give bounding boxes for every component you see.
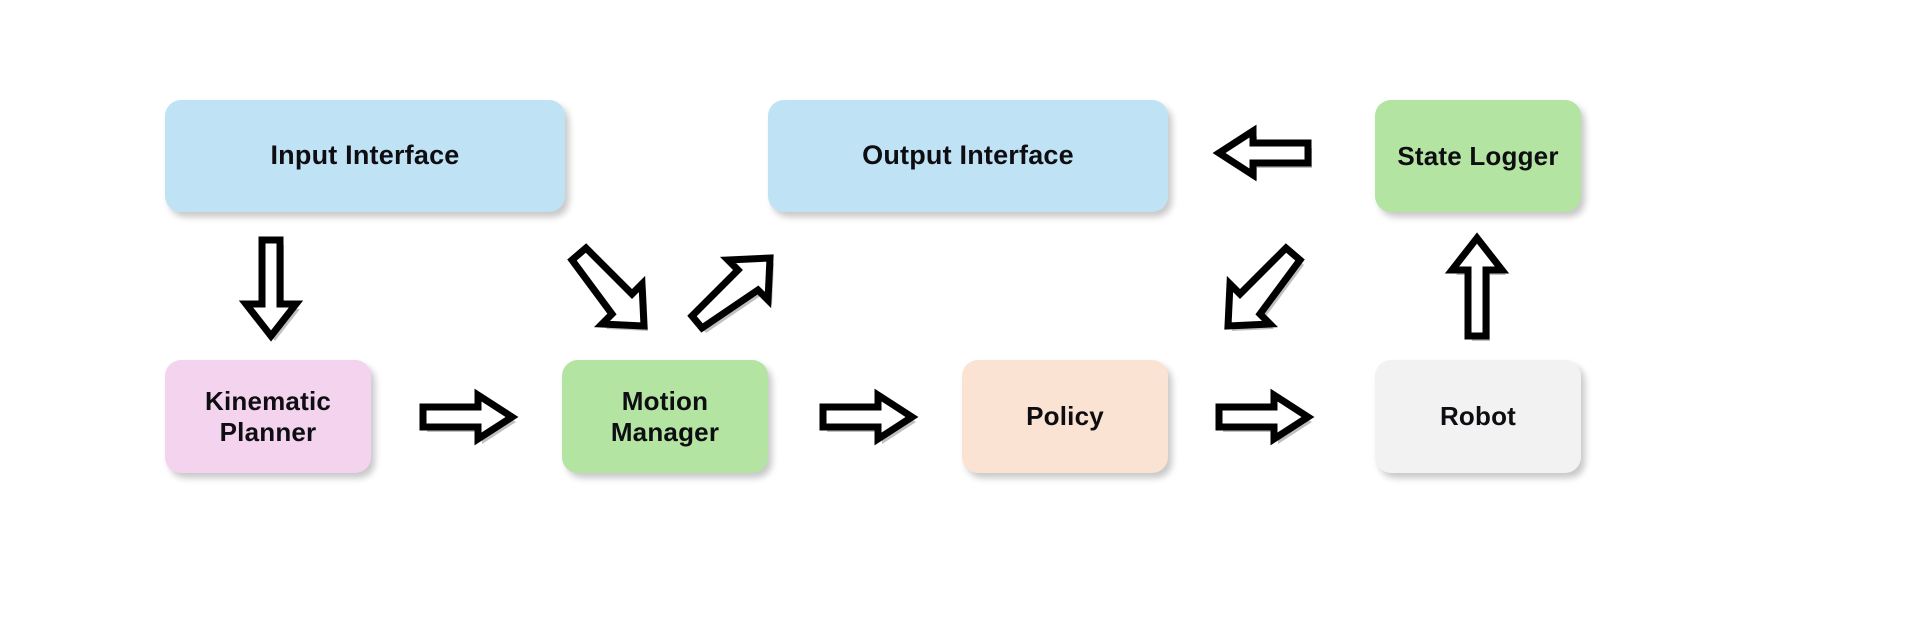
node-label: State Logger	[1397, 140, 1559, 171]
arrow-up-icon-robot-to-state-logger	[1444, 232, 1510, 344]
arrow-left-icon-state-logger-to-output	[1212, 124, 1314, 184]
arrow-right-icon-policy-to-robot	[1215, 388, 1315, 448]
node-policy[interactable]: Policy	[962, 360, 1168, 473]
arrow-up-right-icon-motion-to-output	[687, 246, 780, 346]
node-output-interface[interactable]: Output Interface	[768, 100, 1168, 212]
node-label: Input Interface	[270, 140, 460, 171]
arrow-right-icon-kinematic-to-motion	[419, 388, 519, 448]
node-kinematic-planner[interactable]: Kinematic Planner	[165, 360, 371, 473]
arrow-down-left-icon-logger-to-output	[1216, 243, 1306, 346]
node-label: Policy	[1026, 401, 1104, 432]
node-label: Kinematic Planner	[204, 385, 332, 447]
node-label: Motion Manager	[610, 385, 720, 447]
node-state-logger[interactable]: State Logger	[1375, 100, 1581, 212]
node-label: Robot	[1439, 401, 1517, 432]
arrow-right-icon-motion-to-policy	[819, 388, 919, 448]
node-input-interface[interactable]: Input Interface	[165, 100, 565, 212]
node-robot[interactable]: Robot	[1375, 360, 1581, 473]
node-label: Output Interface	[862, 140, 1074, 171]
arrow-down-right-icon-input-to-motion	[566, 243, 656, 346]
node-motion-manager[interactable]: Motion Manager	[562, 360, 768, 473]
arrow-down-icon-input-to-kinematic	[238, 236, 304, 344]
